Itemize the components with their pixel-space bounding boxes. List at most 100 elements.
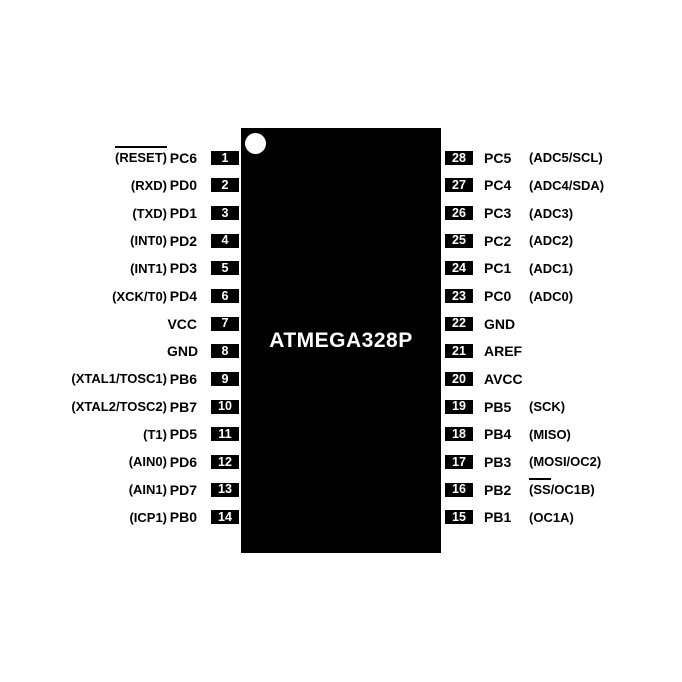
pin-name: AVCC	[484, 370, 523, 387]
pin-number-box: 23	[445, 289, 473, 304]
pin-number-cell: 18	[445, 420, 473, 448]
pin-function-text: (INT1)	[130, 260, 167, 276]
pin-name: PD6	[169, 453, 197, 470]
pin-number-box: 18	[445, 427, 473, 442]
pin-name: PC3	[484, 205, 512, 222]
pin-function-text: (INT0)	[130, 233, 167, 249]
pin-function-label: (XTAL1/TOSC1)	[0, 371, 167, 386]
pin-function-label: (ADC0)	[529, 289, 682, 304]
pin-function-text: (ICP1)	[129, 509, 167, 525]
pin-function-label: (AIN1)	[0, 482, 167, 497]
pin-function-label: (ADC3)	[529, 206, 682, 221]
pin-function-text: (RXD)	[130, 177, 167, 193]
pin-number-cell: 28	[445, 144, 473, 172]
pin-name: PD0	[169, 177, 197, 194]
pin-name: AREF	[484, 343, 523, 360]
pin-name: PB2	[484, 481, 512, 498]
pin-number-box: 8	[211, 344, 239, 359]
pin-function-text: (XCK/T0)	[112, 288, 167, 304]
pin-number-cell: 11	[197, 420, 239, 448]
pin-number-cell: 21	[445, 337, 473, 365]
pin-number-cell: 3	[197, 199, 239, 227]
pin-function-overline: (SS	[529, 478, 551, 497]
pin-number-cell: 27	[445, 172, 473, 200]
pin-function-label: (OC1A)	[529, 510, 682, 525]
pin-number-cell: 20	[445, 365, 473, 393]
pin-number-box: 4	[211, 233, 239, 248]
pin-name: PB6	[169, 370, 197, 387]
pin-function-label: (T1)	[0, 427, 167, 442]
pin-function-text: (ADC2)	[529, 233, 574, 249]
pin-row-28: 28 PC5 (ADC5/SCL)	[445, 144, 682, 172]
pin-function-text: (SCK)	[529, 399, 566, 415]
pin-row-17: 17 PB3 (MOSI/OC2)	[445, 448, 682, 476]
pin-number-cell: 23	[445, 282, 473, 310]
pin-name: PD5	[169, 426, 197, 443]
pin-number-cell: 19	[445, 393, 473, 421]
pin-name: PC0	[484, 288, 512, 305]
pin-number-box: 12	[211, 454, 239, 469]
pin-function-label: (MISO)	[529, 427, 682, 442]
pin-row-12: (AIN0)PD6 12	[0, 448, 239, 476]
pin-number-cell: 22	[445, 310, 473, 338]
pin-number-box: 7	[211, 316, 239, 331]
chip-label: ATMEGA328P	[269, 328, 413, 352]
pin-function-label: (XCK/T0)	[0, 289, 167, 304]
pin-function-text: (ADC3)	[529, 205, 574, 221]
pin-name: PB1	[484, 509, 512, 526]
pin-function-overline: (RESET)	[115, 146, 167, 166]
pin-number-box: 19	[445, 399, 473, 414]
pin-name: PB0	[169, 509, 197, 526]
pin-name: PB3	[484, 453, 512, 470]
pin-name: PD3	[169, 260, 197, 277]
pin-number-box: 1	[211, 150, 239, 165]
pin-number-cell: 24	[445, 255, 473, 283]
pin-function-text: (TXD)	[132, 205, 167, 221]
pin-function-text: (OC1A)	[529, 509, 574, 525]
pin-number-box: 20	[445, 371, 473, 386]
pin-function-text: (XTAL1/TOSC1)	[71, 371, 167, 387]
pin-number-cell: 4	[197, 227, 239, 255]
pin-number-cell: 6	[197, 282, 239, 310]
pin-function-text: (ADC0)	[529, 288, 574, 304]
pin-number-box: 6	[211, 289, 239, 304]
pin-function-text: (ADC5/SCL)	[529, 150, 603, 166]
pin-name: GND	[167, 343, 199, 360]
pin-function-label: (RXD)	[0, 178, 167, 193]
pin-row-23: 23 PC0 (ADC0)	[445, 282, 682, 310]
pin-function-label: (INT0)	[0, 233, 167, 248]
pin-number-box: 15	[445, 510, 473, 525]
pin-name: PD4	[169, 288, 197, 305]
pin-function-text: (ADC1)	[529, 260, 574, 276]
pin1-indicator-dot	[245, 133, 266, 154]
pin-function-label: (AIN0)	[0, 454, 167, 469]
pin-function-text: (AIN1)	[128, 482, 167, 497]
pin-function-label: (MOSI/OC2)	[529, 454, 682, 469]
pin-number-cell: 9	[197, 365, 239, 393]
pin-function-label: (SS/OC1B)	[529, 478, 682, 497]
pin-number-cell: 15	[445, 503, 473, 531]
pin-name: PC5	[484, 149, 512, 166]
pin-function-label: (ADC4/SDA)	[529, 178, 682, 193]
pin-function-label: (SCK)	[529, 399, 682, 414]
pin-number-cell: 12	[197, 448, 239, 476]
pin-name: PD1	[169, 205, 197, 222]
pin-number-cell: 17	[445, 448, 473, 476]
pin-function-label: (INT1)	[0, 261, 167, 276]
pin-number-box: 17	[445, 454, 473, 469]
pin-function-label: (ADC5/SCL)	[529, 150, 682, 165]
